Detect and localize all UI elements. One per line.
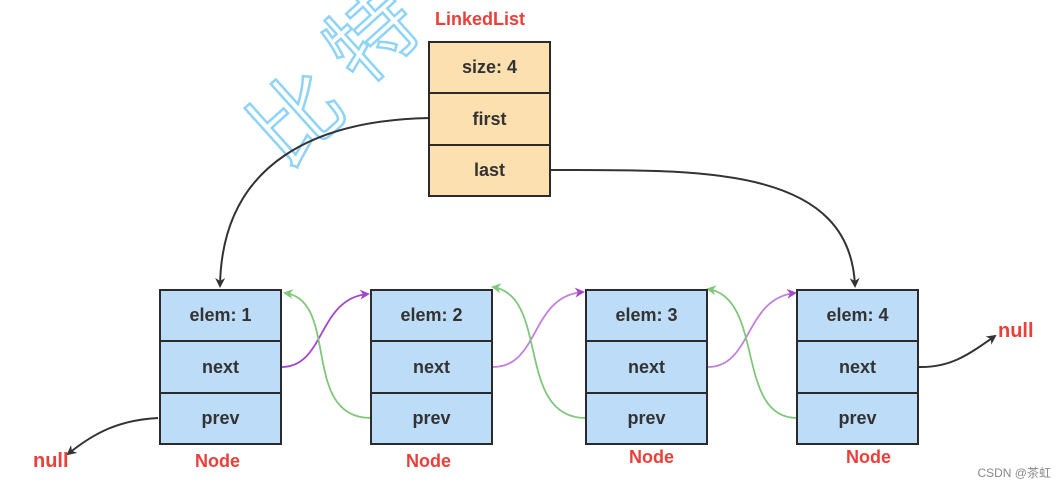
next-arrow-3-to-4: [707, 288, 797, 368]
credit-text: CSDN @茶虹: [977, 466, 1051, 480]
prev-arrow-4-to-3: [706, 285, 798, 419]
node-2-label: Node: [406, 451, 451, 471]
node-1-elem: elem: 1: [161, 291, 280, 342]
linkedlist-box: size: 4 first last: [428, 41, 551, 197]
null-right-label: null: [998, 320, 1034, 342]
node-1-label: Node: [195, 451, 240, 471]
prev-arrow-3-to-2: [491, 283, 587, 419]
node-2-prev: prev: [412, 408, 451, 428]
node-4-elem: elem: 4: [798, 291, 917, 342]
last-pointer-arrow: [550, 168, 860, 288]
linkedlist-title: LinkedList: [435, 9, 526, 29]
node-2: elem: 2 next prev: [370, 289, 493, 445]
background-text: 比 特: [229, 0, 441, 187]
node-2-next: next: [372, 342, 491, 394]
linkedlist-last-field: last: [473, 160, 506, 180]
node-1: elem: 1 next prev: [159, 289, 282, 445]
node-4-label: Node: [846, 447, 891, 467]
next-arrow-1-to-2: [281, 289, 370, 368]
null-left-label: null: [33, 450, 69, 472]
node-3-elem: elem: 3: [587, 291, 706, 342]
node-4-next: next: [798, 342, 917, 394]
node-1-next: next: [161, 342, 280, 394]
first-pointer-arrow: [215, 117, 431, 288]
next-arrow-2-to-3: [492, 287, 585, 368]
node-3-prev: prev: [627, 408, 666, 428]
node-4: elem: 4 next prev: [796, 289, 919, 445]
prev-null-arrow: [66, 417, 159, 456]
node-3-next: next: [587, 342, 706, 394]
node-4-prev: prev: [838, 408, 877, 428]
linkedlist-size-field: size: 4: [430, 43, 549, 94]
node-1-prev: prev: [201, 408, 240, 428]
linkedlist-first-field: first: [430, 94, 549, 146]
node-3: elem: 3 next prev: [585, 289, 708, 445]
node-2-elem: elem: 2: [372, 291, 491, 342]
next-null-arrow: [917, 334, 997, 369]
node-3-label: Node: [629, 447, 674, 467]
prev-arrow-2-to-1: [283, 289, 372, 419]
